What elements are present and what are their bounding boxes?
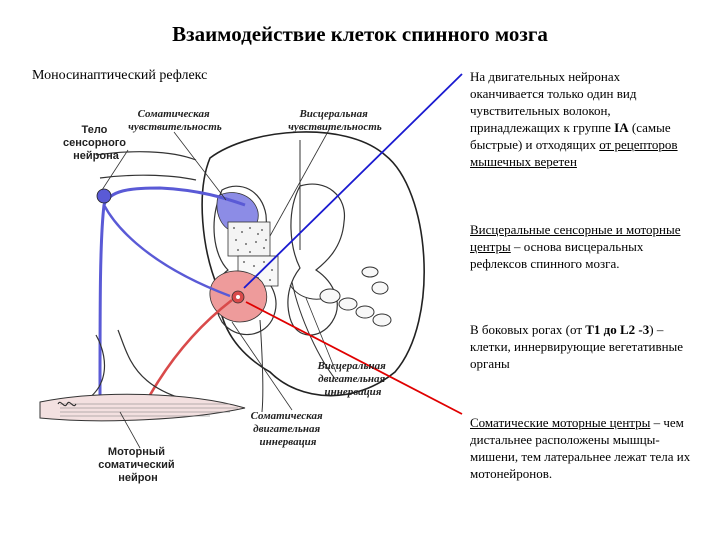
muscle-spindle <box>57 401 77 407</box>
text-block-monosynaptic: На двигательных нейронах оканчивается то… <box>470 69 678 169</box>
pointer-red <box>245 301 463 415</box>
nerve-root <box>59 151 231 411</box>
sensory-neuron-body <box>96 188 112 204</box>
text-block-visceral-centers: Висцеральные сенсорные и моторные центры… <box>470 222 681 271</box>
label-somatic-sensitivity: Соматическая чувствительность <box>128 108 222 133</box>
visceral-sensory-dots <box>233 227 267 253</box>
grey-matter <box>213 185 277 336</box>
grey-matter-right <box>287 183 346 336</box>
diagram-subtitle: Моносинаптический рефлекс <box>32 68 208 83</box>
spinal-cord-outline <box>201 131 425 397</box>
label-motor-neuron: Моторный соматический нейрон <box>98 446 178 484</box>
sympathetic-chain <box>289 266 392 327</box>
label-somatic-motor: Соматическая двигательная иннервация <box>251 410 326 448</box>
muscle <box>39 393 246 422</box>
visceral-nerve <box>291 281 337 381</box>
text-block-somatic-motor-centers: Соматические моторные центры – чем диста… <box>470 415 691 481</box>
visceral-sensory-zone <box>227 221 271 257</box>
sensory-fiber <box>98 186 246 396</box>
text-block-lateral-horns: В боковых рогах (от Т1 до L2 -3) – клетк… <box>470 322 684 371</box>
page-title: Взаимодействие клеток спинного мозга <box>172 22 548 46</box>
label-sensory-neuron-body: Тело сенсорного нейрона <box>63 124 129 162</box>
pointer-blue <box>243 73 463 289</box>
label-visceral-sensitivity: Висцеральная чувствительность <box>288 108 382 133</box>
label-visceral-motor: Висцеральная двигательная иннервация <box>316 360 388 398</box>
